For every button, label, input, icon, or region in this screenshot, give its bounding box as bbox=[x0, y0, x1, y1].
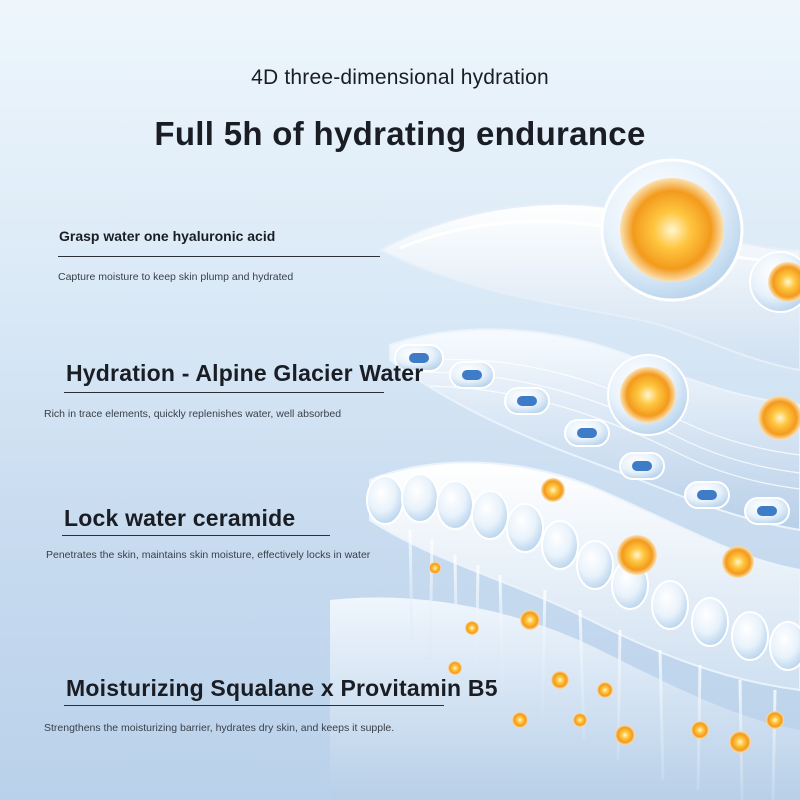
layer-squalane-heading: Moisturizing Squalane x Provitamin B5 bbox=[66, 675, 498, 701]
layer-glacier-heading: Hydration - Alpine Glacier Water bbox=[66, 360, 424, 386]
ceramide-bubble-icon bbox=[366, 473, 800, 671]
layer-hyaluronic-heading: Grasp water one hyaluronic acid bbox=[59, 228, 276, 244]
page-subtitle: 4D three-dimensional hydration bbox=[251, 66, 549, 89]
layer-ceramide-description: Penetrates the skin, maintains skin mois… bbox=[46, 549, 371, 561]
nutrient-sphere-icon bbox=[429, 158, 800, 753]
leader-line bbox=[62, 535, 330, 536]
squalane-layer bbox=[330, 597, 800, 800]
page-title: Full 5h of hydrating endurance bbox=[154, 115, 646, 152]
layer-glacier-description: Rich in trace elements, quickly replenis… bbox=[44, 408, 342, 420]
leader-line bbox=[64, 392, 384, 393]
layer-hyaluronic-description: Capture moisture to keep skin plump and … bbox=[58, 271, 294, 283]
droplet-icon bbox=[408, 529, 777, 800]
layer-ceramide-heading: Lock water ceramide bbox=[64, 505, 296, 531]
leader-line bbox=[64, 705, 444, 706]
water-cell-icon bbox=[394, 344, 790, 525]
layer-squalane-description: Strengthens the moisturizing barrier, hy… bbox=[44, 722, 395, 734]
leader-line bbox=[58, 256, 380, 257]
